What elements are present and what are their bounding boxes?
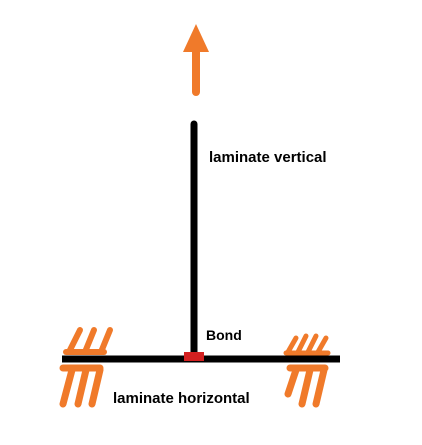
- fiber-strokes-icon: [284, 364, 329, 408]
- fiber-strokes-icon: [63, 327, 113, 355]
- bond-label: Bond: [206, 327, 242, 343]
- fiber-strokes-icon: [59, 364, 104, 408]
- up-arrow-icon: [183, 24, 209, 96]
- horizontal-laminate-label: laminate horizontal: [113, 390, 250, 407]
- vertical-laminate-label: laminate vertical: [209, 149, 327, 166]
- bond-joint: [184, 352, 204, 361]
- fiber-strokes-icon: [283, 333, 331, 356]
